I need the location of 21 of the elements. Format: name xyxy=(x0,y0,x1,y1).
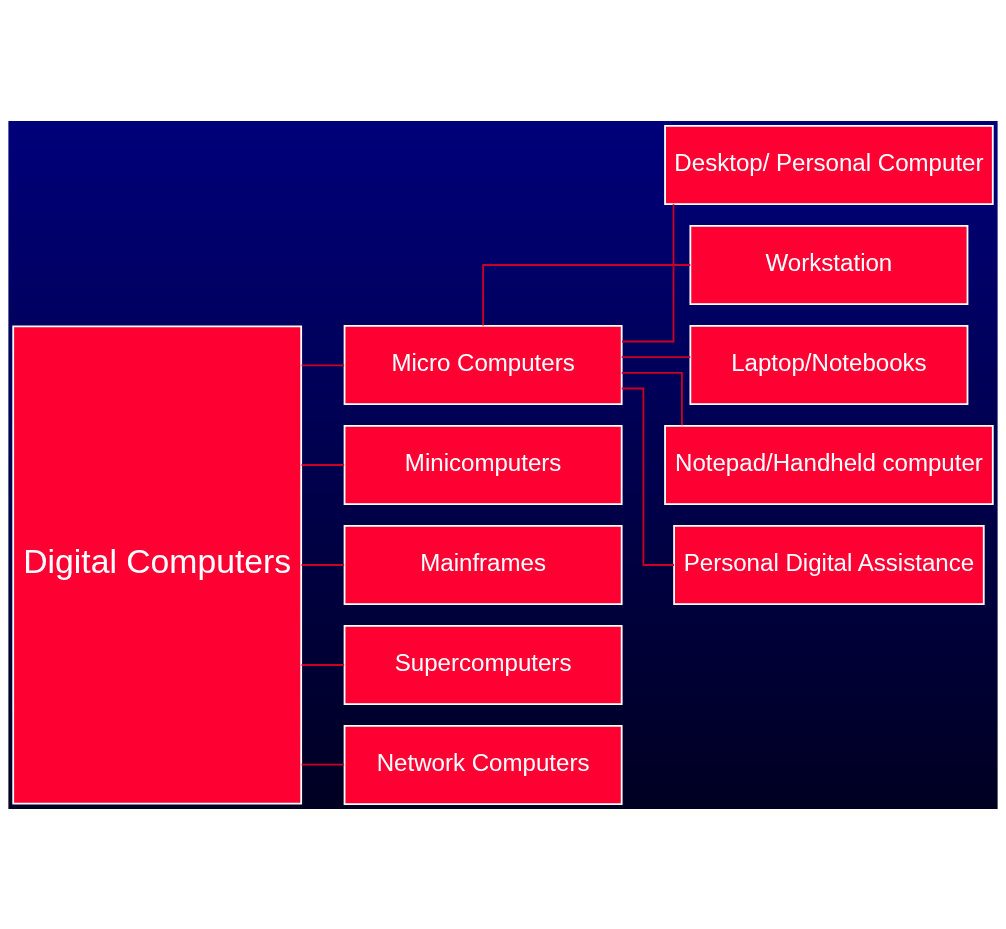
node-box: Network Computers xyxy=(343,724,623,805)
connector xyxy=(300,763,345,766)
connector xyxy=(300,463,345,466)
node-box: Laptop/Notebooks xyxy=(689,324,969,405)
node-box: Workstation xyxy=(689,224,969,305)
connector xyxy=(620,387,675,566)
node-box: Desktop/ Personal Computer xyxy=(664,124,994,205)
connector xyxy=(620,355,692,358)
node-box: Digital Computers xyxy=(12,325,303,804)
connector xyxy=(620,371,683,426)
node-box: Notepad/Handheld computer xyxy=(664,424,994,505)
connector xyxy=(482,263,692,326)
connector xyxy=(300,563,345,566)
node-box: Personal Digital Assistance xyxy=(673,524,985,605)
connector xyxy=(300,663,345,666)
node-box: Mainframes xyxy=(343,524,623,605)
connector xyxy=(300,363,345,366)
connector xyxy=(621,202,675,342)
node-box: Micro Computers xyxy=(343,324,623,405)
node-box: Minicomputers xyxy=(343,424,623,505)
node-box: Supercomputers xyxy=(343,624,623,705)
